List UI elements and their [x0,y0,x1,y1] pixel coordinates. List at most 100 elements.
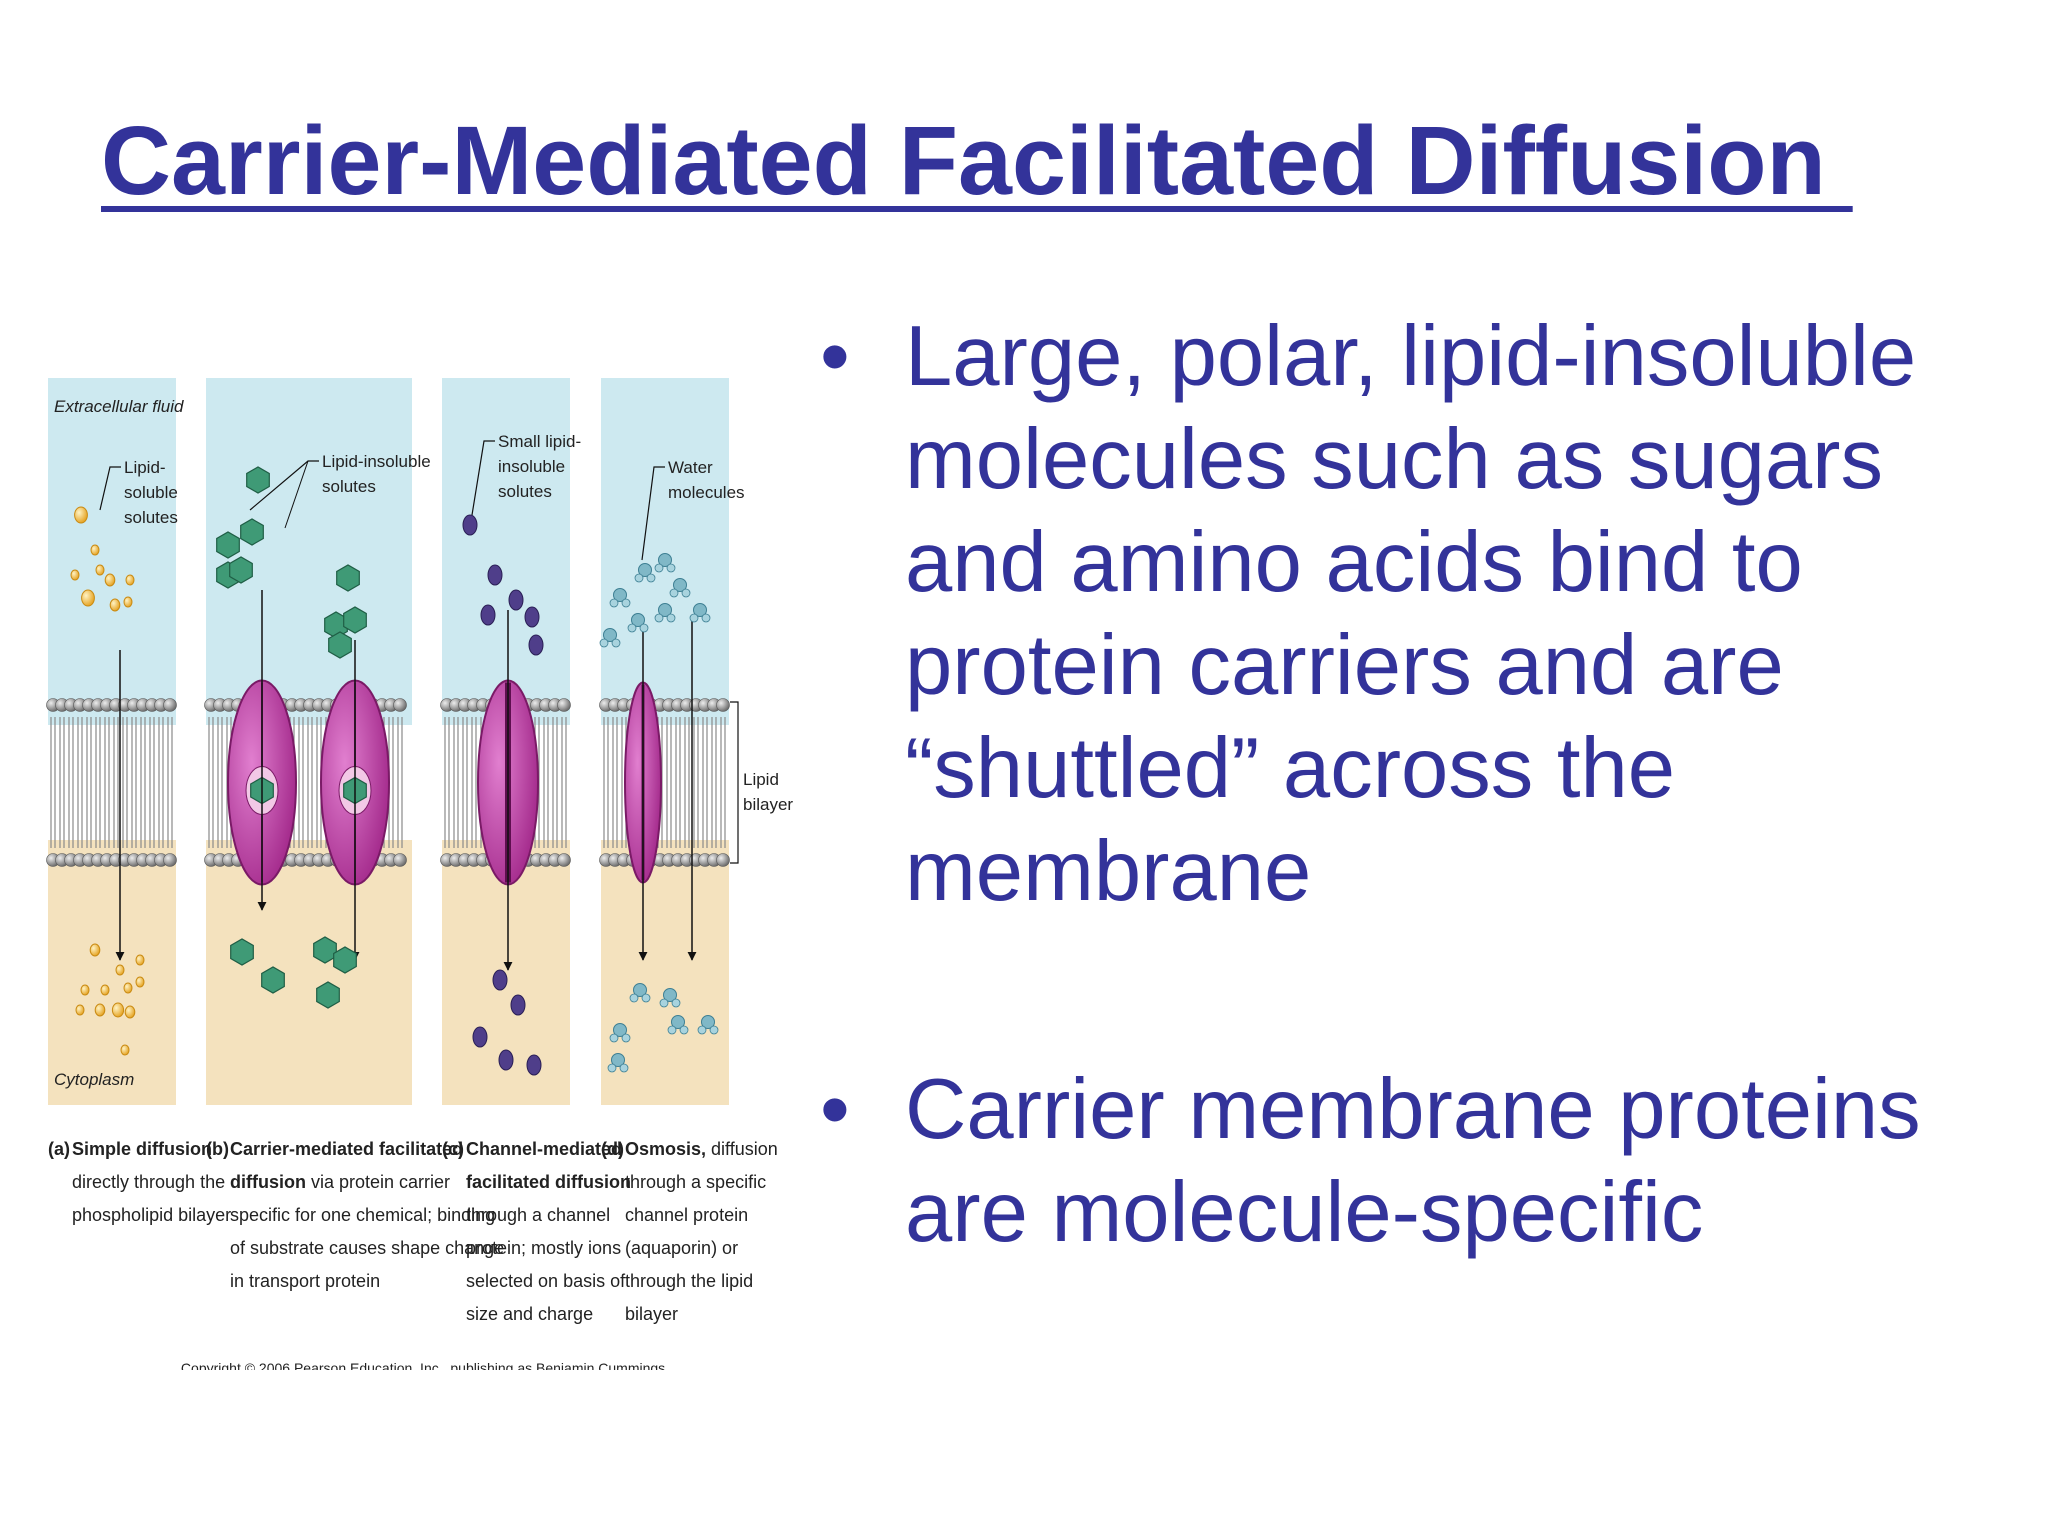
water-molecule [667,1015,689,1035]
water-hydrogen [666,563,676,573]
solute-label: Small lipid- [498,432,581,451]
caption-title: facilitated diffusion [466,1172,631,1192]
water-hydrogen [641,993,651,1003]
caption-letter: (b) [206,1139,229,1159]
water-molecule [654,603,676,623]
phospholipid-head [163,698,177,712]
bullet-item: • Carrier membrane proteins are molecule… [820,1058,2000,1264]
phospholipid-head [557,698,571,712]
water-oxygen [663,988,677,1002]
caption-text: through a specific [625,1172,766,1192]
water-oxygen [693,603,707,617]
phospholipid-head [557,853,571,867]
solute-leader-line [641,466,665,561]
solute-label: solutes [498,482,552,501]
caption-letter: (c) [442,1139,464,1159]
lipid-soluble-solute [124,1005,136,1019]
water-molecule [634,563,656,583]
solute-molecules [70,466,719,1076]
extracellular-region [601,378,729,725]
solute-leader-line [284,460,309,529]
caption-title: Osmosis, diffusion [625,1139,778,1159]
lipid-soluble-solute [109,598,121,612]
lipid-soluble-solute [125,574,135,586]
bullet-text: Carrier membrane proteins are molecule-s… [905,1062,1921,1260]
caption-text: through the lipid [625,1271,753,1291]
solute-hexagon [240,518,264,546]
lipid-soluble-solute [135,976,145,988]
caption-text: selected on basis of [466,1271,626,1291]
water-oxygen [671,1015,685,1029]
bullet-dot: • [820,1062,850,1157]
lipid-soluble-solute [100,984,110,996]
water-molecule [607,1053,629,1073]
lipid-soluble-solute [135,954,145,966]
lipid-soluble-solute [90,544,100,556]
figure-labels: Extracellular fluidCytoplasmLipid-solubl… [54,397,793,1089]
water-oxygen [613,1023,627,1037]
lipid-soluble-solute [123,596,133,608]
solute-label: solutes [322,477,376,496]
water-molecule [659,988,681,1008]
caption-letter: (d) [601,1139,624,1159]
small-solute [462,514,478,536]
extracellular-region [206,378,412,725]
bullet-text: Large, polar, lipid-insoluble molecules … [905,309,1917,919]
caption-title: Simple diffusion [72,1139,212,1159]
water-hydrogen [607,1063,617,1073]
extracellular-region [442,378,570,725]
lipid-soluble-solute [95,564,105,576]
water-hydrogen [639,623,649,633]
water-hydrogen [669,588,679,598]
water-oxygen [701,1015,715,1029]
lipid-soluble-solute [89,943,101,957]
solute-label: Lipid-insoluble [322,452,431,471]
water-hydrogen [646,573,656,583]
solute-hexagon [313,936,337,964]
water-oxygen [658,553,672,567]
caption-text: bilayer [625,1304,678,1324]
caption-title: Carrier-mediated facilitated [230,1139,463,1159]
phospholipid-head [393,698,407,712]
water-hydrogen [681,588,691,598]
water-hydrogen [667,1025,677,1035]
small-solute [524,606,540,628]
solute-leader-line [471,440,495,516]
small-solute [508,589,524,611]
caption-text: size and charge [466,1304,593,1324]
cytoplasm-region [206,840,412,1105]
caption-title: Channel-mediated [466,1139,622,1159]
caption-letter: (a) [48,1139,70,1159]
cytoplasm-label: Cytoplasm [54,1070,134,1089]
water-hydrogen [621,1033,631,1043]
lipid-soluble-solute [70,569,80,581]
solute-hexagon [216,531,240,559]
water-hydrogen [609,1033,619,1043]
membrane-transport-diagram: Extracellular fluidCytoplasmLipid-solubl… [46,378,793,1370]
bullet-list: • Large, polar, lipid-insoluble molecule… [820,305,2000,1264]
solute-hexagon [229,556,253,584]
water-hydrogen [609,598,619,608]
phospholipid-head [163,853,177,867]
water-hydrogen [701,613,711,623]
water-molecule [669,578,691,598]
water-hydrogen [671,998,681,1008]
water-oxygen [611,1053,625,1067]
phospholipid-head [393,853,407,867]
caption-text: of substrate causes shape change [230,1238,504,1258]
bilayer-bracket [730,701,739,864]
water-oxygen [631,613,645,627]
caption-text: phospholipid bilayer [72,1205,231,1225]
water-hydrogen [666,613,676,623]
solute-hexagon [333,946,357,974]
lipid-soluble-solute [74,506,88,524]
caption-text: in transport protein [230,1271,380,1291]
extracellular-region [48,378,176,725]
water-oxygen [603,628,617,642]
caption-text: through a channel [466,1205,610,1225]
solute-label: Water [668,458,713,477]
solute-label: insoluble [498,457,565,476]
water-hydrogen [697,1025,707,1035]
